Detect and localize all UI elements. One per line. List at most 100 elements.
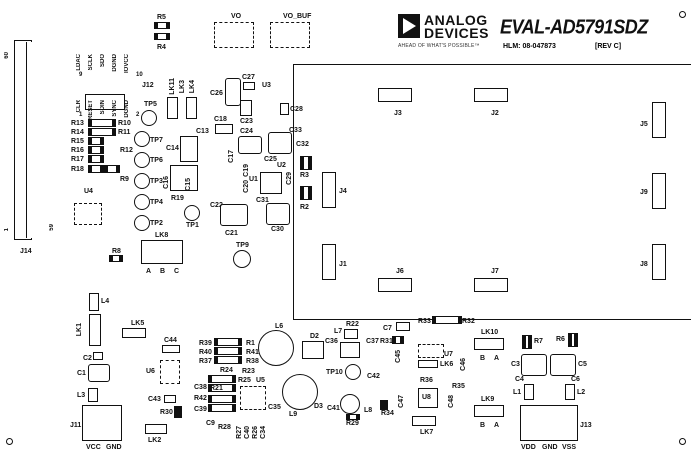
resistor-r15 [88,137,104,145]
lk2-label: LK2 [148,437,162,444]
c48-label: C48 [448,395,455,408]
r29-label: R29 [346,420,359,427]
r2-label: R2 [300,204,309,211]
r13-label: R13 [71,120,84,127]
u8-label: U8 [422,394,431,401]
c2-label: C2 [83,355,92,362]
u5-label: U5 [256,377,265,384]
lk8-label: LK8 [155,232,169,239]
j9-label: J9 [640,189,648,196]
r22-label: R22 [346,321,359,328]
c14-label: C14 [166,145,179,152]
c25-label: C25 [264,156,277,163]
capacitor-c21 [220,204,248,226]
j8-label: J8 [640,261,648,268]
c23-label: C23 [240,118,253,125]
r8-label: R8 [112,248,121,255]
link-lk10[interactable] [474,338,504,350]
connector-j11[interactable] [82,405,122,441]
inductor-l1 [524,384,534,400]
link-lk6[interactable] [418,360,438,368]
lk11-label: LK11 [169,78,176,95]
testpoint-tp3[interactable] [134,173,150,189]
resistor-r8 [109,255,123,262]
j12-pin-name: SDIN [100,100,106,115]
inductor-l9 [282,374,318,410]
r39-label: R39 [199,340,212,347]
testpoint-tp9[interactable] [233,250,251,268]
capacitor-c44 [162,345,180,353]
connector-j5[interactable] [652,102,666,138]
resistor-r11 [88,128,116,136]
link-lk8[interactable] [141,240,183,264]
ic-u2 [260,172,282,194]
capacitor-c43 [164,395,176,403]
r41-label: R41 [246,349,259,356]
capacitor-c27 [243,82,255,90]
r4-label: R4 [157,44,166,51]
testpoint-tp4[interactable] [134,194,150,210]
revision-label: [REV C] [595,43,622,50]
connector-j8[interactable] [652,244,666,280]
capacitor-c28 [280,103,289,115]
resistor-r30 [174,406,182,418]
ic-u5 [240,386,266,410]
connector-j3[interactable] [378,88,412,102]
hlm-number: HLM: 08-047873 [503,43,556,50]
j14-pin-label: 1 [4,228,10,232]
r38-label: R38 [246,358,259,365]
link-lk5[interactable] [122,328,146,338]
c43-label: C43 [148,396,161,403]
c34-label: C34 [260,426,267,439]
l2-label: L2 [577,389,586,396]
j13-vdd-label: VDD [521,444,536,451]
connector-j7[interactable] [474,278,508,292]
capacitor-c41 [340,394,360,414]
c29-label: C29 [286,172,293,185]
connector-j2[interactable] [474,88,508,102]
testpoint-tp1[interactable] [184,205,200,221]
c35-label: C35 [268,404,281,411]
l9-label: L9 [289,411,298,418]
r28-label: R28 [218,424,231,431]
testpoint-tp6[interactable] [134,152,150,168]
link-lk1[interactable] [89,314,101,346]
c13-label: C13 [196,128,209,135]
lk7-label: LK7 [420,429,434,436]
testpoint-tp7[interactable] [134,131,150,147]
j12-pin-number: 1 [79,112,83,118]
j4-label: J4 [339,188,347,195]
link-lk2[interactable] [145,424,167,434]
r32-label: R32 [462,318,475,325]
connector-j9[interactable] [652,173,666,209]
ic-u1-area [170,165,198,191]
testpoint-tp10[interactable] [345,364,361,380]
resistor-r16 [88,146,104,154]
lk8-option-a: A [146,268,152,275]
connector-j13[interactable] [520,405,578,441]
mounting-hole-icon [679,438,686,445]
link-lk7[interactable] [412,416,436,426]
c45-label: C45 [395,350,402,363]
resistor-r27 [208,404,236,412]
analog-devices-logo-icon [398,14,420,38]
lk10-option-a: A [494,355,500,362]
r18-label: R18 [71,166,84,173]
capacitor-c24 [238,136,262,154]
connector-j6[interactable] [378,278,412,292]
lk5-label: LK5 [131,320,145,327]
connector-j4[interactable] [322,172,336,208]
c46-label: C46 [460,358,467,371]
testpoint-tp2[interactable] [134,215,150,231]
r9-label: R9 [120,176,129,183]
link-lk9[interactable] [474,405,504,417]
testpoint-tp5[interactable] [141,110,157,126]
smb-vo-buf[interactable] [270,22,310,48]
c28-label: C28 [290,106,303,113]
connector-j1[interactable] [322,244,336,280]
capacitor-c5 [550,354,576,376]
smb-vo[interactable] [214,22,254,48]
net-vo: VO [231,13,242,20]
l1-label: L1 [513,389,522,396]
diode-d2 [302,341,324,359]
